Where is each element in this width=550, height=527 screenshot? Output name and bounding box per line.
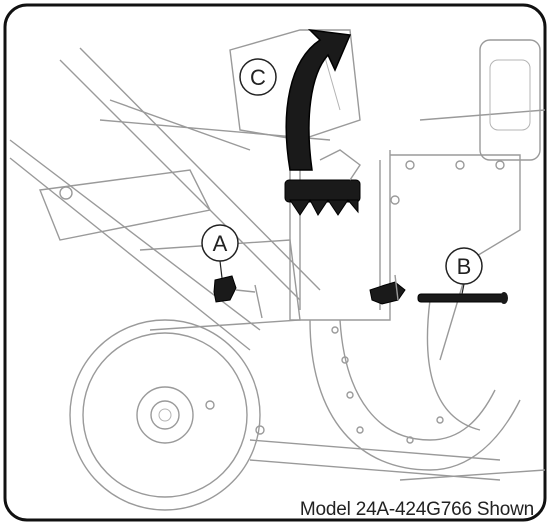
knob-b	[369, 274, 406, 305]
callout-a-label: A	[213, 231, 228, 256]
rotation-arrow	[285, 28, 352, 171]
pin-b	[417, 292, 508, 304]
callout-c: C	[239, 58, 277, 96]
callout-b-label: B	[457, 254, 472, 279]
model-caption: Model 24A-424G766 Shown	[299, 499, 534, 520]
callout-b: B	[445, 247, 483, 295]
callout-c-label: C	[250, 65, 266, 90]
callout-a: A	[201, 224, 239, 279]
chute-tilt-clip	[284, 149, 361, 216]
knob-a	[213, 275, 263, 319]
diagram-border	[3, 3, 547, 522]
